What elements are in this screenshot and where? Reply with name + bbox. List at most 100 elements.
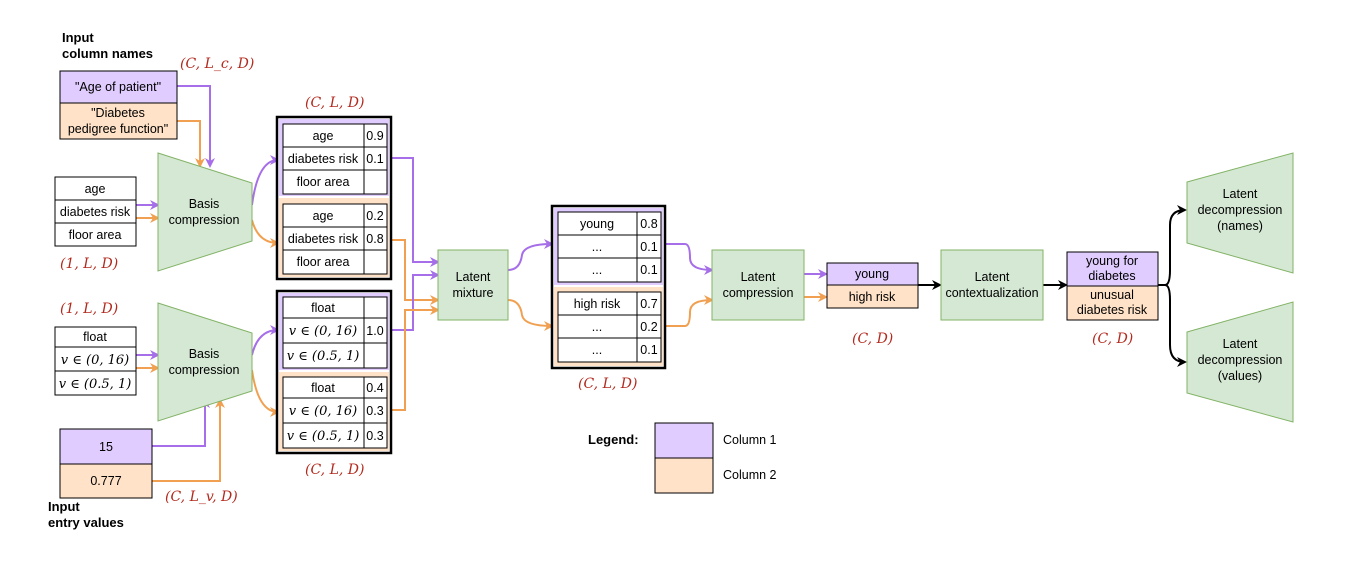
arrow-val2	[152, 398, 225, 482]
arrow-fork-names	[1158, 205, 1187, 286]
values-table-group: float v ∈ (0, 16) 1.0 v ∈ (0.5, 1) float…	[275, 289, 393, 455]
arrow-col2-name	[177, 120, 205, 168]
arrow-basis-bot-col2	[251, 369, 280, 417]
arrow-tbl4-mix	[391, 305, 440, 411]
values-col2-label: float	[311, 381, 335, 395]
mix-col2-value: 0.7	[640, 297, 657, 311]
math-c-l-d-bot: (C, L, D)	[305, 462, 364, 478]
basis-bot-list: float v ∈ (0, 16) v ∈ (0.5, 1)	[54, 326, 137, 396]
names-col1-value: 0.1	[366, 152, 383, 166]
values-col2-value: 0.3	[366, 404, 383, 418]
basis-bot-item: v ∈ (0, 16)	[61, 353, 129, 368]
latent-compression-label-2: compression	[723, 286, 794, 300]
math-c-l-d-mix: (C, L, D)	[578, 376, 637, 392]
names-col1-value: 0.9	[366, 129, 383, 143]
arrow-col1-name	[177, 85, 215, 168]
col2-name-text-2: pedigree function"	[68, 122, 168, 136]
latent-decompression-names	[1186, 152, 1294, 274]
arrow-tbl1-mix	[391, 157, 440, 267]
val2-text: 0.777	[90, 474, 121, 488]
names-table-group: age 0.9 diabetes risk 0.1 floor area age…	[275, 115, 393, 281]
basis-compression-top-label-2: compression	[169, 213, 240, 227]
arrow-mixtbl-col2	[665, 295, 714, 327]
mix-col2-label: ...	[592, 320, 602, 334]
values-col2-label: v ∈ (0, 16)	[289, 404, 357, 419]
names-col1-label: floor area	[297, 175, 350, 189]
latent-mixture-label-1: Latent	[456, 270, 491, 284]
latent-decompression-values-label-1: Latent	[1223, 337, 1258, 351]
context-col1-text-2: diabetes	[1088, 269, 1135, 283]
latent-decompression-names-label-1: Latent	[1223, 187, 1258, 201]
latent-decompression-names-label-3: (names)	[1217, 219, 1263, 233]
values-col2-value: 0.4	[366, 381, 383, 395]
latent-compression-block	[711, 249, 805, 321]
basis-compression-top	[157, 152, 253, 272]
values-col1-label: v ∈ (0.5, 1)	[287, 349, 360, 364]
legend-col1-label: Column 1	[723, 433, 777, 447]
context-col2-box	[1066, 285, 1159, 321]
names-col2-value: 0.2	[366, 209, 383, 223]
names-col1-label: age	[313, 129, 334, 143]
basis-compression-top-label-1: Basis	[189, 197, 220, 211]
latent-contextualization-label-1: Latent	[975, 270, 1010, 284]
arrow-basis-top-col2	[251, 219, 280, 248]
basis-top-list: age diabetes risk floor area	[54, 176, 137, 247]
mix-col1-label: ...	[592, 240, 602, 254]
arrow-mixtbl-col1	[665, 243, 714, 275]
mix-col1-value: 0.1	[640, 240, 657, 254]
basis-compression-bottom	[157, 302, 253, 422]
mix-col1-label: young	[580, 217, 614, 231]
mixed-table-group: young 0.8 ... 0.1 ... 0.1 high risk 0.7 …	[550, 204, 667, 370]
values-col1-value: 1.0	[366, 324, 383, 338]
context-col1-text-1: young for	[1086, 254, 1138, 268]
mix-col2-value: 0.2	[640, 320, 657, 334]
values-col2-value: 0.3	[366, 429, 383, 443]
mix-col2-label: high risk	[574, 297, 621, 311]
math-c-lc-d: (C, L_c, D)	[180, 56, 254, 72]
col2-name-text-1: "Diabetes	[91, 106, 145, 120]
mix-col1-value: 0.8	[640, 217, 657, 231]
mix-col2-value: 0.1	[640, 343, 657, 357]
mix-col2-label: ...	[592, 343, 602, 357]
basis-top-item: age	[85, 182, 106, 196]
arrow-val1	[152, 398, 210, 447]
val1-box	[59, 428, 153, 465]
values-col2-label: v ∈ (0.5, 1)	[287, 429, 360, 444]
legend-swatch-col2	[654, 457, 714, 494]
input-entry-values-title-2: entry values	[48, 515, 124, 530]
arrow-tbl3-mix	[391, 270, 440, 331]
basis-bot-item: v ∈ (0.5, 1)	[59, 377, 132, 392]
arrow-tbl2-mix	[391, 239, 440, 305]
math-c-d-comp: (C, D)	[852, 331, 893, 347]
latent-contextualization-block	[940, 249, 1044, 321]
latent-mixture-label-2: mixture	[453, 286, 494, 300]
legend-swatch-col1	[654, 422, 714, 459]
values-col1-label: v ∈ (0, 16)	[289, 324, 357, 339]
names-col2-label: age	[313, 209, 334, 223]
latent-contextualization-label-2: contextualization	[945, 286, 1038, 300]
math-one-l-d-bot: (1, L, D)	[60, 301, 118, 317]
math-one-l-d-top: (1, L, D)	[60, 256, 118, 272]
latent-decompression-names-label-2: decompression	[1198, 203, 1283, 217]
compressed-col2-text: high risk	[849, 290, 896, 304]
latent-decompression-values	[1186, 301, 1294, 423]
arrow-mix-col1	[507, 239, 554, 271]
arrow-basis-bot-col1	[251, 325, 280, 356]
legend-title: Legend:	[588, 432, 639, 447]
input-entry-values-title-1: Input	[48, 499, 80, 514]
legend-col2-label: Column 2	[723, 468, 777, 482]
context-col2-text-1: unusual	[1090, 288, 1134, 302]
compressed-col1-text: young	[855, 267, 889, 281]
input-column-names-title-2: column names	[62, 46, 153, 61]
mix-col1-value: 0.1	[640, 263, 657, 277]
names-col2-value: 0.8	[366, 232, 383, 246]
names-col2-label: floor area	[297, 255, 350, 269]
latent-decompression-values-label-2: decompression	[1198, 353, 1283, 367]
values-col1-label: float	[311, 301, 335, 315]
names-col1-label: diabetes risk	[288, 152, 359, 166]
arrows	[136, 85, 1187, 482]
latent-mixture-block	[437, 249, 509, 321]
math-c-d-ctx: (C, D)	[1092, 331, 1133, 347]
